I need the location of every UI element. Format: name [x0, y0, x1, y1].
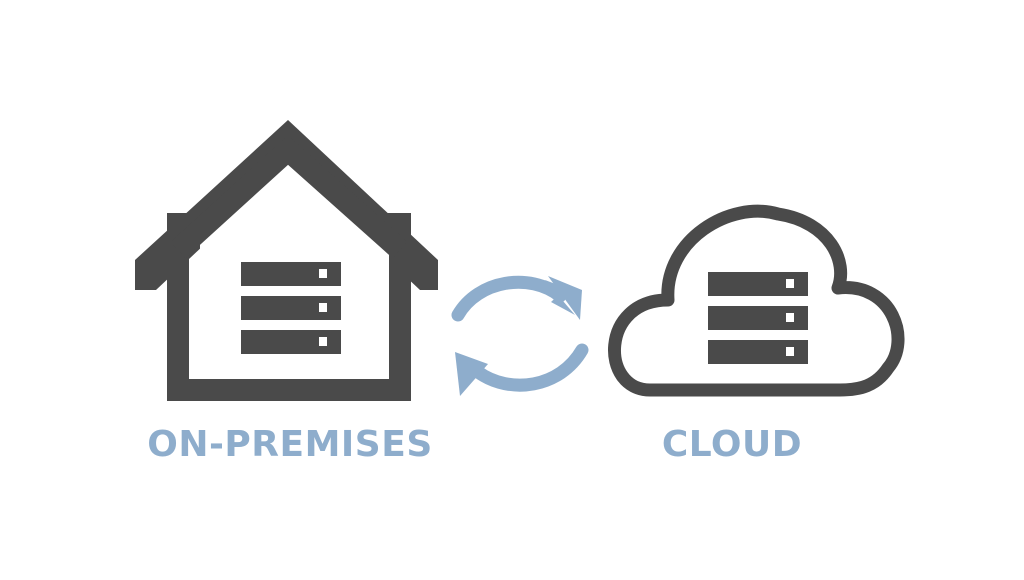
arrow-top-tip: [548, 276, 582, 320]
server-light: [786, 347, 794, 356]
server-light: [786, 313, 794, 322]
cloud-label: CLOUD: [661, 424, 803, 465]
server-light: [319, 337, 327, 346]
arrow-top-curve: [451, 275, 567, 322]
cloud-icon: [608, 204, 905, 397]
cloud-outline: [608, 204, 905, 397]
server-light: [319, 303, 327, 312]
server-stack-icon: [241, 262, 341, 354]
server-light: [319, 269, 327, 278]
arrow-bottom-curve: [471, 343, 589, 392]
server-stack-icon: [708, 272, 808, 364]
arrow-bottom-head: [455, 352, 488, 396]
house-icon: [135, 120, 438, 401]
house-inner-roof: [170, 135, 408, 259]
sync-arrows-icon: [451, 275, 589, 396]
server-light: [786, 279, 794, 288]
on-premises-label: ON-PREMISES: [147, 424, 433, 465]
arrow-top-head: [545, 280, 575, 315]
